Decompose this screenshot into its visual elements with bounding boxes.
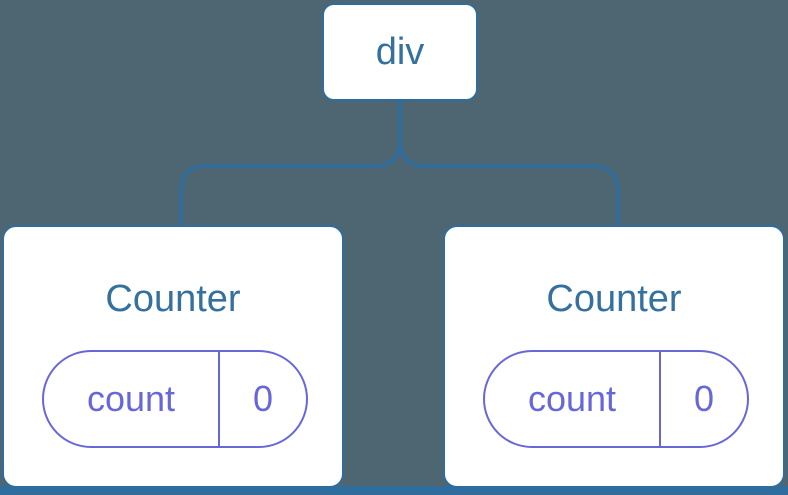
tree-node-counter-right: Counter count 0: [443, 225, 785, 488]
state-pill-divider: [659, 352, 661, 446]
state-pill: count 0: [42, 350, 308, 448]
state-key-label: count: [527, 378, 617, 419]
connector-right-branch: [398, 101, 620, 226]
component-name-label: Counter: [105, 278, 241, 320]
component-name-label: Counter: [546, 278, 682, 320]
state-key-label: count: [86, 378, 176, 419]
tree-node-counter-left: Counter count 0: [2, 225, 344, 488]
tree-node-div: div: [322, 3, 478, 101]
connector-left-branch: [179, 101, 402, 226]
root-node-label: div: [375, 31, 425, 73]
state-value-label: 0: [252, 378, 274, 419]
state-pill-divider: [218, 352, 220, 446]
state-value-label: 0: [693, 378, 715, 419]
baseline-bar: [0, 486, 788, 495]
state-pill: count 0: [483, 350, 749, 448]
